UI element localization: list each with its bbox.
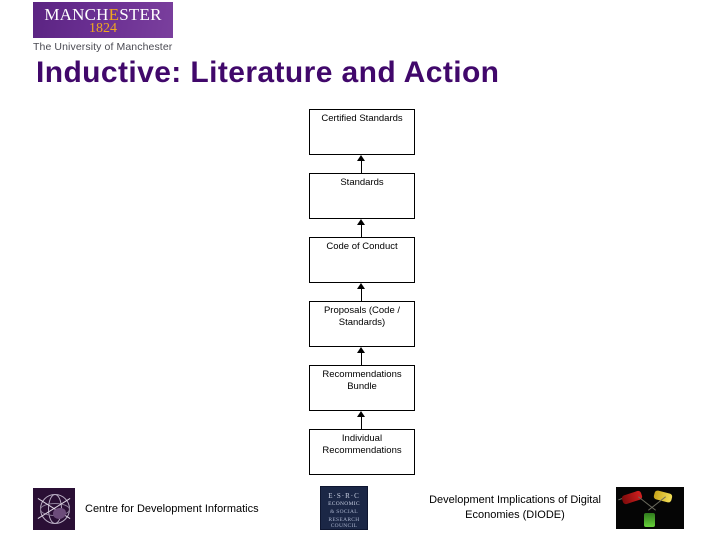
flow-arrow-up: [309, 347, 415, 365]
flow-node-standards: Standards: [309, 173, 415, 219]
flow-node-label: Proposals (Code / Standards): [323, 305, 401, 328]
flow-node-label: Recommendations Bundle: [322, 369, 402, 392]
flow-arrow-up: [309, 155, 415, 173]
flow-node-label: Certified Standards: [321, 113, 403, 124]
arrow-head-icon: [357, 283, 365, 289]
globe-landmass: [53, 508, 66, 519]
esrc-line-social: & SOCIAL: [330, 509, 358, 515]
flow-node-certified-standards: Certified Standards: [309, 109, 415, 155]
university-logo-subtitle: The University of Manchester: [33, 41, 173, 53]
flow-arrow-up: [309, 219, 415, 237]
arrow-head-icon: [357, 155, 365, 161]
flow-node-code-of-conduct: Code of Conduct: [309, 237, 415, 283]
diode-block: E·S·R·C ECONOMIC & SOCIAL RESEARCH COUNC…: [320, 486, 684, 530]
arrow-shaft: [361, 287, 362, 301]
manchester-wordmark-highlight: E: [108, 5, 120, 24]
diode-label: Development Implications of Digital Econ…: [429, 494, 601, 521]
arrow-shaft: [361, 223, 362, 237]
footer: Centre for Development Informatics E·S·R…: [0, 486, 720, 540]
arrow-head-icon: [357, 219, 365, 225]
flow-arrow-up: [309, 283, 415, 301]
manchester-logo-box: MANCHESTER 1824: [33, 2, 173, 38]
esrc-line-council: RESEARCH COUNCIL: [328, 517, 360, 529]
flow-node-proposals: Proposals (Code / Standards): [309, 301, 415, 347]
manchester-founding-year: 1824: [89, 21, 117, 36]
esrc-line-economic: ECONOMIC: [328, 501, 360, 507]
diode-wire: [638, 496, 656, 511]
page-title: Inductive: Literature and Action: [36, 56, 500, 89]
flow-node-recommendations-bundle: Recommendations Bundle: [309, 365, 415, 411]
flow-diagram: Certified Standards Standards Code of Co…: [309, 109, 417, 475]
esrc-acronym: E·S·R·C: [328, 492, 360, 500]
manchester-wordmark-post: STER: [119, 5, 162, 24]
arrow-head-icon: [357, 411, 365, 417]
arrow-shaft: [361, 351, 362, 365]
cdi-block: Centre for Development Informatics: [33, 488, 259, 530]
cdi-globe-icon: [33, 488, 75, 530]
arrow-shaft: [361, 159, 362, 173]
cdi-label: Centre for Development Informatics: [85, 503, 259, 515]
diode-photo: [616, 487, 684, 529]
flow-node-label: Individual Recommendations: [322, 433, 402, 456]
manchester-wordmark-pre: MANCH: [44, 5, 109, 24]
university-logo: MANCHESTER 1824 The University of Manche…: [33, 2, 173, 53]
flow-arrow-up: [309, 411, 415, 429]
esrc-logo: E·S·R·C ECONOMIC & SOCIAL RESEARCH COUNC…: [320, 486, 368, 530]
arrow-shaft: [361, 415, 362, 429]
flow-node-label: Standards: [340, 177, 384, 188]
flow-node-label: Code of Conduct: [326, 241, 398, 252]
green-led-icon: [644, 513, 655, 527]
flow-node-individual-recommendations: Individual Recommendations: [309, 429, 415, 475]
arrow-head-icon: [357, 347, 365, 353]
manchester-wordmark: MANCHESTER: [33, 5, 173, 24]
